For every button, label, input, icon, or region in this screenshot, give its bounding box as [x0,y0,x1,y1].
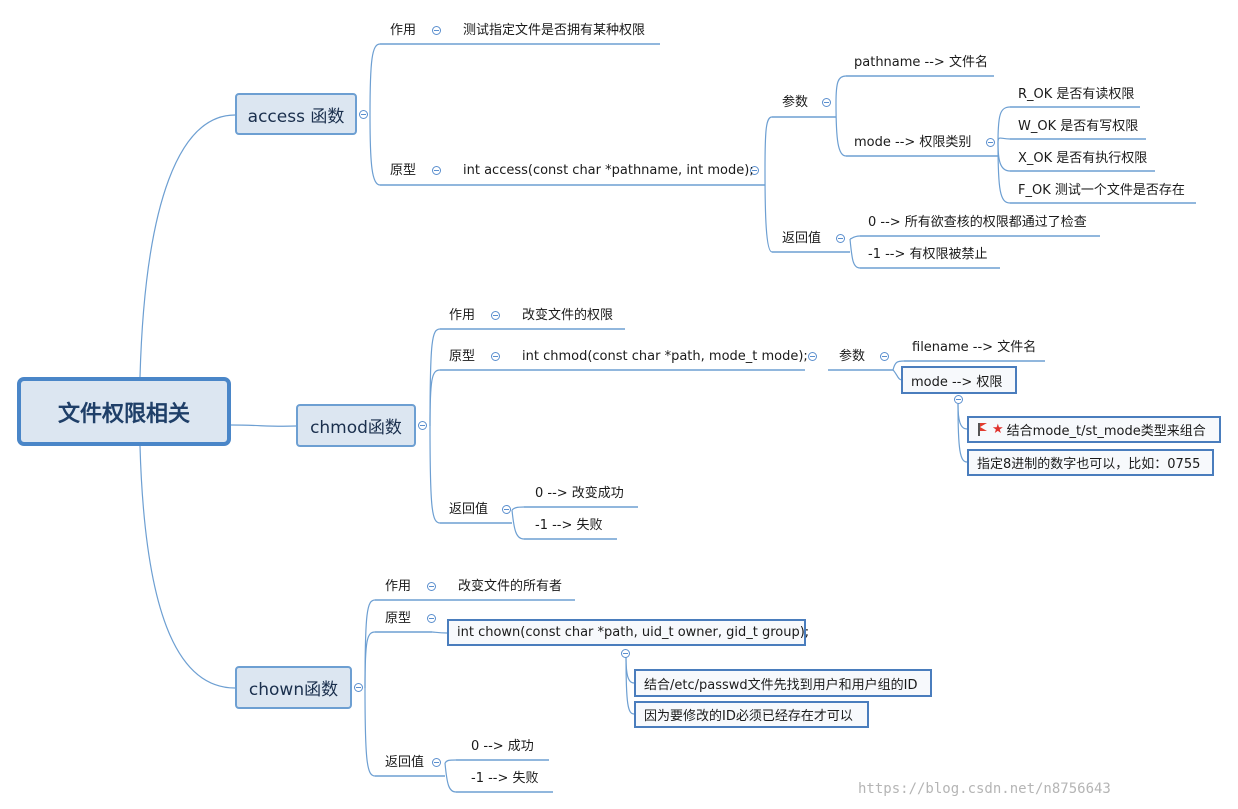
topic-access[interactable]: access 函数 [235,93,357,135]
chmod-note-2[interactable]: 指定8进制的数字也可以，比如：0755 [967,449,1214,476]
collapse-icon[interactable] [432,758,441,767]
chown-note-1-text: 结合/etc/passwd文件先找到用户和用户组的ID [644,677,918,693]
collapse-icon[interactable] [822,98,831,107]
chmod-return-1[interactable]: -1 --> 失败 [535,518,603,533]
collapse-icon[interactable] [359,110,368,119]
collapse-icon[interactable] [354,683,363,692]
chmod-zuoyong-label[interactable]: 作用 [449,308,476,323]
chown-note-1[interactable]: 结合/etc/passwd文件先找到用户和用户组的ID [634,669,932,697]
chmod-param-mode-text: mode --> 权限 [911,374,1003,390]
chmod-yuanxing-text[interactable]: int chmod(const char *path, mode_t mode)… [522,349,808,364]
chmod-yuanxing-label[interactable]: 原型 [449,349,476,364]
chown-yuanxing-label[interactable]: 原型 [385,611,412,626]
star-icon: ★ [992,422,1004,437]
collapse-icon[interactable] [808,352,817,361]
collapse-icon[interactable] [427,614,436,623]
chown-return-1[interactable]: -1 --> 失败 [471,771,539,786]
access-mode-item[interactable]: R_OK 是否有读权限 [1018,87,1135,102]
watermark: https://blog.csdn.net/n8756643 [858,781,1111,797]
collapse-icon[interactable] [432,26,441,35]
access-yuanxing-label[interactable]: 原型 [390,163,417,178]
chmod-fanhui-label[interactable]: 返回值 [449,502,489,517]
topic-chmod[interactable]: chmod函数 [296,404,416,447]
collapse-icon[interactable] [502,505,511,514]
collapse-icon[interactable] [750,166,759,175]
collapse-icon[interactable] [836,234,845,243]
chown-return-0[interactable]: 0 --> 成功 [471,739,534,754]
access-return-0[interactable]: 0 --> 所有欲查核的权限都通过了检查 [868,215,1087,230]
access-mode-item[interactable]: F_OK 测试一个文件是否存在 [1018,183,1185,198]
access-fanhui-label[interactable]: 返回值 [782,231,822,246]
collapse-icon[interactable] [954,395,963,404]
chown-note-2[interactable]: 因为要修改的ID必须已经存在才可以 [634,701,869,728]
chown-note-2-text: 因为要修改的ID必须已经存在才可以 [644,709,853,724]
chmod-note-1[interactable]: ★ 结合mode_t/st_mode类型来组合 [967,416,1221,443]
chmod-note-1-text: 结合mode_t/st_mode类型来组合 [1006,424,1206,439]
access-return-1[interactable]: -1 --> 有权限被禁止 [868,247,988,262]
chown-yuanxing-text: int chown(const char *path, uid_t owner,… [457,625,810,640]
access-mode-item[interactable]: X_OK 是否有执行权限 [1018,151,1148,166]
topic-chown[interactable]: chown函数 [235,666,352,709]
access-zuoyong-label[interactable]: 作用 [390,23,417,38]
chmod-zuoyong-text[interactable]: 改变文件的权限 [522,308,614,323]
collapse-icon[interactable] [491,352,500,361]
collapse-icon[interactable] [427,582,436,591]
chown-zuoyong-text[interactable]: 改变文件的所有者 [458,579,563,594]
collapse-icon[interactable] [880,352,889,361]
chown-fanhui-label[interactable]: 返回值 [385,755,425,770]
collapse-icon[interactable] [418,421,427,430]
chmod-canshu-label[interactable]: 参数 [839,349,866,364]
collapse-icon[interactable] [491,311,500,320]
chmod-param-filename[interactable]: filename --> 文件名 [912,340,1037,355]
access-param-mode[interactable]: mode --> 权限类别 [854,135,972,150]
root-topic[interactable]: 文件权限相关 [17,377,231,446]
collapse-icon[interactable] [621,649,630,658]
chmod-param-mode[interactable]: mode --> 权限 [901,366,1017,394]
access-zuoyong-text[interactable]: 测试指定文件是否拥有某种权限 [463,23,646,38]
access-yuanxing-text[interactable]: int access(const char *pathname, int mod… [463,163,754,178]
chmod-return-0[interactable]: 0 --> 改变成功 [535,486,624,501]
access-param-pathname[interactable]: pathname --> 文件名 [854,55,988,70]
collapse-icon[interactable] [986,138,995,147]
chown-yuanxing-box[interactable]: int chown(const char *path, uid_t owner,… [447,619,810,646]
collapse-icon[interactable] [432,166,441,175]
chown-zuoyong-label[interactable]: 作用 [385,579,412,594]
access-canshu-label[interactable]: 参数 [782,95,809,110]
chmod-note-2-text: 指定8进制的数字也可以，比如：0755 [977,457,1201,472]
access-mode-item[interactable]: W_OK 是否有写权限 [1018,119,1139,134]
flag-icon [977,423,989,436]
